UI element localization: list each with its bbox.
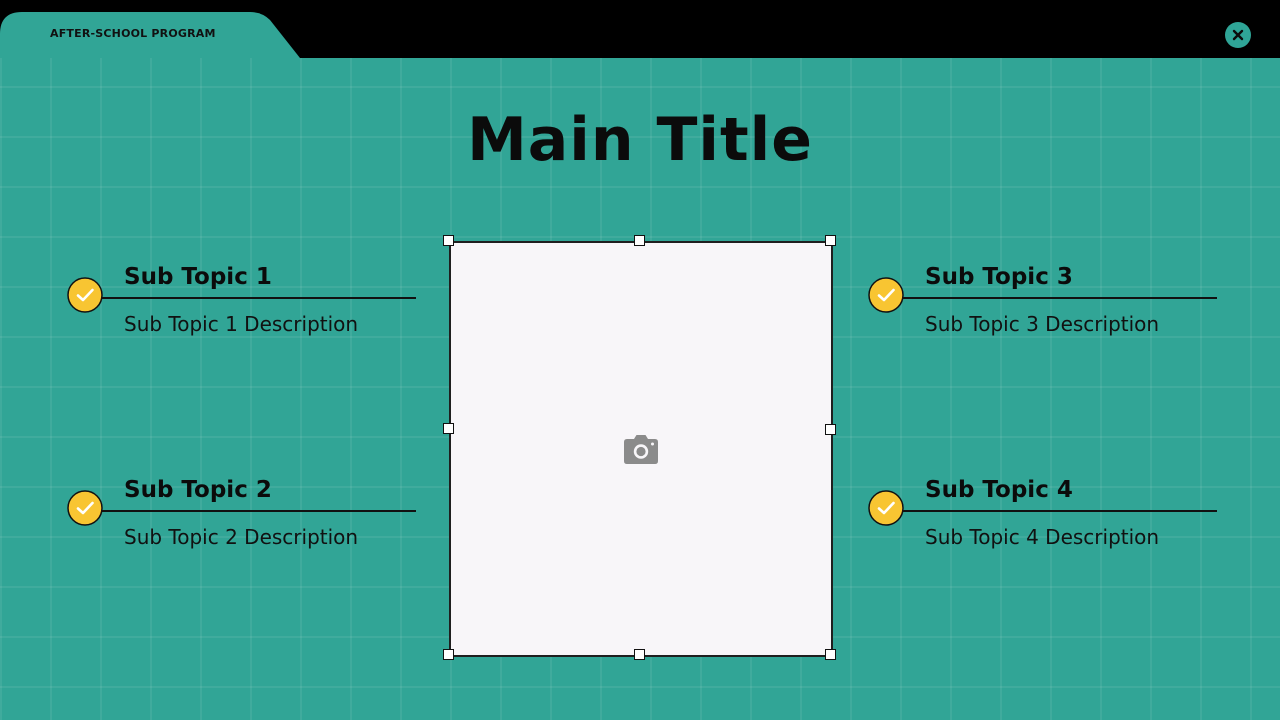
sub-topic-title[interactable]: Sub Topic 3 — [925, 264, 1073, 290]
main-title[interactable]: Main Title — [467, 105, 813, 175]
resize-handle-bottom[interactable] — [634, 649, 645, 660]
resize-handle-top-right[interactable] — [825, 235, 836, 246]
camera-icon[interactable] — [623, 433, 659, 465]
sub-topic-description[interactable]: Sub Topic 1 Description — [124, 312, 359, 336]
resize-handle-bottom-right[interactable] — [825, 649, 836, 660]
sub-topic-2[interactable]: Sub Topic 2 Sub Topic 2 Description — [67, 477, 427, 567]
check-icon — [868, 277, 904, 313]
topic-divider — [902, 297, 1217, 299]
sub-topic-description[interactable]: Sub Topic 3 Description — [925, 312, 1160, 336]
resize-handle-right[interactable] — [825, 424, 836, 435]
sub-topic-3[interactable]: Sub Topic 3 Sub Topic 3 Description — [868, 264, 1228, 354]
sub-topic-description[interactable]: Sub Topic 4 Description — [925, 525, 1160, 549]
topic-divider — [101, 297, 416, 299]
sub-topic-description[interactable]: Sub Topic 2 Description — [124, 525, 359, 549]
resize-handle-left[interactable] — [443, 423, 454, 434]
topic-divider — [101, 510, 416, 512]
sub-topic-1[interactable]: Sub Topic 1 Sub Topic 1 Description — [67, 264, 427, 354]
close-icon — [1232, 29, 1244, 41]
image-placeholder[interactable] — [449, 241, 833, 657]
sub-topic-title[interactable]: Sub Topic 1 — [124, 264, 272, 290]
folder-tab[interactable] — [0, 12, 300, 58]
resize-handle-bottom-left[interactable] — [443, 649, 454, 660]
resize-handle-top[interactable] — [634, 235, 645, 246]
resize-handle-top-left[interactable] — [443, 235, 454, 246]
topic-divider — [902, 510, 1217, 512]
sub-topic-4[interactable]: Sub Topic 4 Sub Topic 4 Description — [868, 477, 1228, 567]
sub-topic-title[interactable]: Sub Topic 2 — [124, 477, 272, 503]
check-icon — [67, 277, 103, 313]
program-label: AFTER-SCHOOL PROGRAM — [50, 27, 216, 40]
check-icon — [67, 490, 103, 526]
sub-topic-title[interactable]: Sub Topic 4 — [925, 477, 1073, 503]
close-button[interactable] — [1225, 22, 1251, 48]
check-icon — [868, 490, 904, 526]
